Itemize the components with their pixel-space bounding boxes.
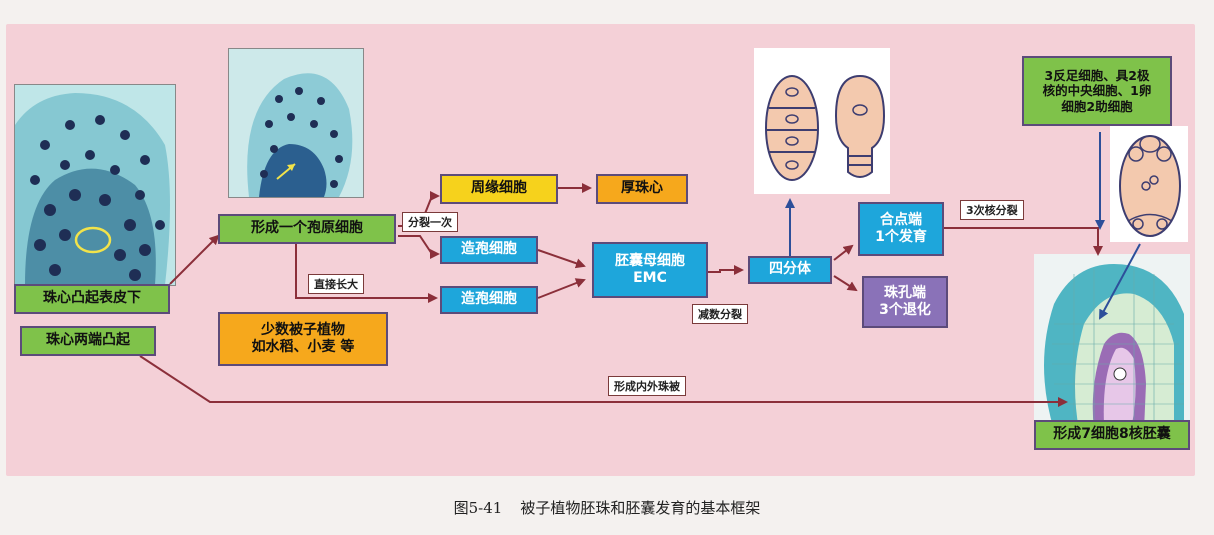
shaoshu-line2: 如水稻、小麦 等 <box>251 339 355 355</box>
node-zaobao1: 造孢细胞 <box>440 236 538 264</box>
node-zhouyuan: 周缘细胞 <box>440 174 558 204</box>
fanzu-line1: 3反足细胞、具2极 <box>1044 67 1150 83</box>
caption-number: 图5-41 <box>453 499 503 517</box>
arrow-hedian-sac <box>944 227 1103 256</box>
zhukong-line2: 3个退化 <box>879 302 931 318</box>
node-pinangmu: 胚囊母细胞 EMC <box>592 242 708 298</box>
node-hedian: 合点端 1个发育 <box>858 202 944 256</box>
embryo-sac-drawing <box>1110 126 1188 242</box>
node-fanzu: 3反足细胞、具2极 核的中央细胞、1卵 细胞2助细胞 <box>1022 56 1172 126</box>
hedian-line1: 合点端 <box>880 211 922 228</box>
micrograph-archesporium <box>228 48 364 198</box>
arrow-to-zaobao2 <box>295 242 438 303</box>
node-shaoshu: 少数被子植物 如水稻、小麦 等 <box>218 312 388 366</box>
arrow-tetrad-zhukong <box>833 275 858 292</box>
hedian-line2: 1个发育 <box>875 229 927 245</box>
arrow-tetrad-hedian <box>833 244 854 261</box>
label-sanci: 3次核分裂 <box>960 200 1024 220</box>
node-sifenti: 四分体 <box>748 256 832 284</box>
node-zhukong: 珠孔端 3个退化 <box>862 276 948 328</box>
zhukong-line1: 珠孔端 <box>884 284 926 301</box>
pinangmu-line1: 胚囊母细胞 <box>615 252 685 269</box>
fanzu-line2: 核的中央细胞、1卵 <box>1042 83 1152 99</box>
node-zhuxin-liangduan: 珠心两端凸起 <box>20 326 156 356</box>
caption-title: 被子植物胚珠和胚囊发育的基本框架 <box>520 499 761 517</box>
node-zaobao2: 造孢细胞 <box>440 286 538 314</box>
micrograph-nucellus <box>14 84 176 286</box>
label-zhijie: 直接长大 <box>308 274 364 294</box>
arrow-to-baoyuan <box>169 234 220 285</box>
fanzu-line3: 细胞2助细胞 <box>1061 98 1133 114</box>
pinangmu-line2: EMC <box>633 270 667 286</box>
label-fenlie: 分裂一次 <box>402 212 458 232</box>
label-jianshu: 减数分裂 <box>692 304 748 324</box>
figure-caption: 图5-41 被子植物胚珠和胚囊发育的基本框架 <box>0 497 1214 518</box>
node-baoyuan: 形成一个孢原细胞 <box>218 214 396 244</box>
label-neiwai: 形成内外珠被 <box>608 376 686 396</box>
arrow-to-ovule-drawing <box>1099 243 1141 320</box>
node-houzhuxin: 厚珠心 <box>596 174 688 204</box>
arrow-zaobao1-emc <box>537 249 586 269</box>
node-qihe: 形成7细胞8核胚囊 <box>1034 420 1190 450</box>
arrow-zaobao2-emc <box>537 278 586 299</box>
shaoshu-line1: 少数被子植物 <box>261 321 345 338</box>
arrow-emc-tetrad <box>708 265 744 275</box>
node-zhuxin-tuqi: 珠心凸起表皮下 <box>14 284 170 314</box>
tetrad-drawing <box>754 48 890 194</box>
arrow-liangduan-ovule <box>139 355 1068 407</box>
arrow-to-zaobao1 <box>398 235 440 259</box>
